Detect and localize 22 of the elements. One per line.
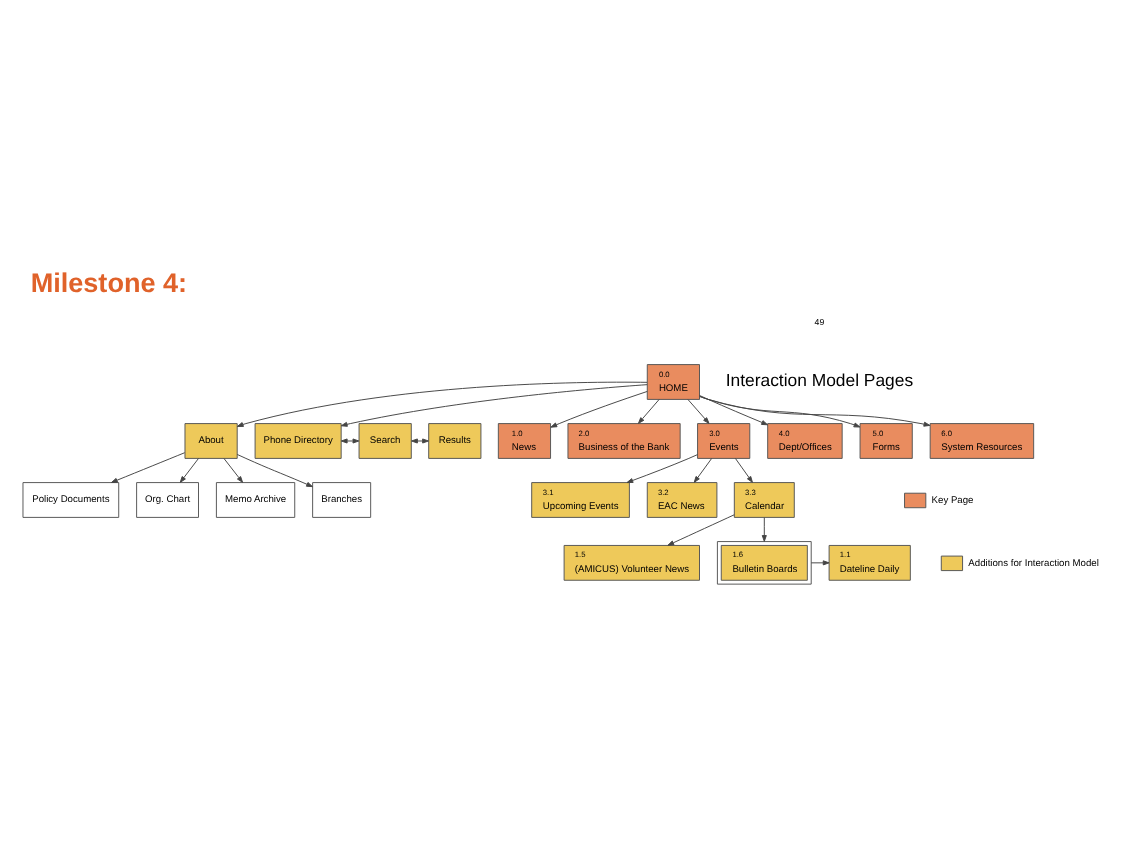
arrow [687, 399, 710, 424]
arrow [179, 458, 199, 483]
arrow [699, 395, 931, 427]
arrow [667, 514, 735, 546]
arrow [637, 399, 660, 424]
arrow [699, 395, 769, 426]
arrow [550, 390, 648, 428]
label: Interaction Model Pages [725, 370, 914, 391]
arrow [236, 381, 648, 427]
diagram-title: Milestone 4: [30, 268, 188, 299]
arrow [810, 560, 830, 566]
arrow [734, 458, 753, 483]
arrow [236, 453, 313, 488]
arrow [761, 517, 767, 542]
arrow [110, 452, 186, 483]
arrow [340, 438, 360, 444]
arrow [626, 454, 699, 484]
arrow [340, 384, 648, 427]
arrow [411, 438, 429, 444]
arrow [223, 458, 244, 483]
arrow [693, 458, 713, 483]
arrow [699, 395, 861, 428]
